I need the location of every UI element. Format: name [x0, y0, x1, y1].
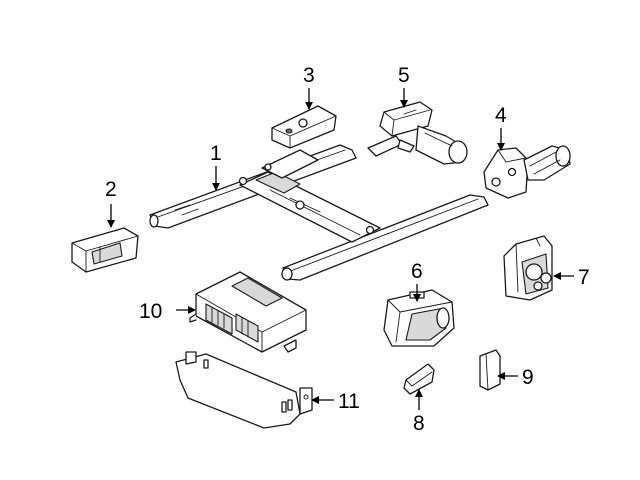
callout-5: 5 — [398, 64, 410, 108]
callout-10: 10 — [139, 300, 196, 323]
seat-control-module-part — [189, 271, 307, 353]
callout-2: 2 — [105, 178, 117, 228]
callout-3: 3 — [303, 64, 315, 110]
callout-label-11: 11 — [338, 390, 360, 413]
switch-knob-small-part — [479, 349, 501, 391]
callout-9: 9 — [497, 366, 534, 389]
callout-7: 7 — [553, 266, 590, 289]
callout-8: 8 — [413, 389, 425, 435]
callout-11: 11 — [311, 390, 360, 413]
callout-label-8: 8 — [413, 412, 425, 435]
callout-4: 4 — [495, 104, 507, 151]
callout-label-4: 4 — [495, 104, 507, 127]
callout-label-7: 7 — [578, 266, 590, 289]
recliner-motor-part — [483, 145, 571, 199]
callout-label-2: 2 — [105, 178, 117, 201]
switch-bezel-part — [503, 235, 553, 301]
callout-label-1: 1 — [210, 142, 222, 165]
callout-label-3: 3 — [303, 64, 315, 87]
seat-track-frame-part — [149, 144, 489, 281]
callout-label-6: 6 — [411, 260, 423, 283]
callout-label-9: 9 — [522, 366, 534, 389]
seat-switch-part — [383, 289, 455, 347]
callout-label-10: 10 — [139, 300, 162, 323]
callout-label-5: 5 — [398, 64, 410, 87]
mounting-bracket-part — [271, 105, 337, 149]
seat-adjuster-motor-part — [367, 101, 468, 165]
module-mounting-plate-part — [175, 351, 313, 429]
switch-knob-part — [403, 363, 435, 395]
callout-1: 1 — [210, 142, 222, 191]
callout-6: 6 — [411, 260, 423, 302]
seat-track-cover-part — [71, 227, 139, 273]
